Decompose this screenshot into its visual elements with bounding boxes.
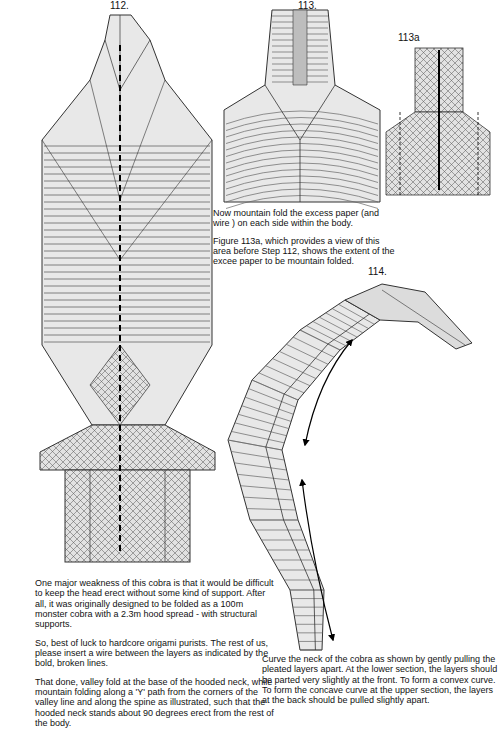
pleat-line [44, 300, 210, 301]
figure-112 [40, 15, 215, 562]
head-crease [105, 15, 150, 140]
pleat-line [44, 307, 210, 308]
figure-113 [224, 10, 380, 209]
pleat-line [293, 337, 334, 357]
pleat-line [291, 598, 323, 599]
pleat-line [242, 406, 291, 422]
pleat-line [44, 328, 210, 329]
pleat-line [294, 615, 323, 616]
step-number: 112. [110, 0, 150, 12]
pleat-line [44, 265, 210, 266]
pleat-line [44, 146, 210, 147]
pleat-line [266, 366, 310, 386]
pleat-line [231, 431, 284, 442]
step-number: 113. [298, 0, 338, 12]
pleat-line [44, 272, 210, 273]
step-number: 113a [398, 32, 438, 44]
hood-crease [42, 80, 212, 260]
pleat-line [293, 607, 324, 608]
wire-line [119, 45, 121, 555]
pleat-line [286, 344, 328, 364]
pleat-line [228, 440, 282, 450]
pleat-line [279, 351, 322, 371]
pleat-line [244, 497, 294, 500]
pleat-line [267, 550, 309, 551]
pleat-line [44, 286, 210, 287]
pleat-line [250, 520, 298, 521]
spine-line [266, 314, 370, 650]
pleat-line [44, 279, 210, 280]
pleat-line [44, 160, 210, 161]
pleat-line [247, 509, 296, 510]
lower-section [40, 425, 215, 470]
neck-strip [293, 10, 307, 85]
pleat-line [290, 590, 324, 591]
pleat-line [44, 342, 210, 343]
neck-outline [224, 10, 380, 202]
tail-crease [90, 470, 165, 562]
instruction-text: So, best of luck to hardcore origami pur… [35, 638, 277, 669]
pleat-line [44, 321, 210, 322]
head-outline [345, 284, 472, 349]
pleat-line [44, 258, 210, 259]
pleat-line [259, 373, 304, 393]
curved-pleat [226, 196, 378, 209]
tail-section [65, 470, 190, 562]
pleat-line [231, 451, 284, 460]
body-outline [42, 15, 212, 425]
fold-guide [400, 112, 478, 195]
step-number: 114. [368, 266, 408, 278]
pleat-line [261, 540, 305, 541]
pleat-line [297, 632, 322, 633]
pleat-line [44, 216, 210, 217]
instruction-text: One major weakness of this cobra is that… [35, 578, 277, 630]
pleat-line [245, 397, 293, 414]
pleat-line [44, 188, 210, 189]
motion-arrow [302, 480, 333, 640]
pleat-line [238, 414, 289, 428]
pleat-line [44, 230, 210, 231]
pleat-line [299, 641, 323, 642]
pleat-line [44, 202, 210, 203]
pleat-line [256, 530, 302, 531]
pleat-line [44, 237, 210, 238]
pleat-line [273, 560, 313, 561]
motion-arrow [305, 340, 352, 445]
pleat-line [290, 590, 324, 591]
pleat-line [252, 380, 298, 400]
pleat-line [237, 474, 288, 480]
pleat-line [44, 167, 210, 168]
instruction-text: That done, valley fold at the base of th… [35, 677, 277, 729]
wire-line [438, 50, 440, 190]
instruction-text: Figure 113a, which provides a view of th… [213, 236, 398, 267]
pleat-line [300, 650, 322, 651]
pleat-line [44, 293, 210, 294]
pleat-line [296, 624, 323, 625]
pleat-line [279, 570, 317, 571]
pleat-line [228, 440, 282, 450]
figure-113a [386, 48, 490, 195]
instruction-text: Curve the neck of the cobra as shown by … [262, 654, 498, 706]
pleat-line [284, 580, 320, 581]
pleat-line [234, 463, 286, 470]
pleat-line [44, 153, 210, 154]
pleat-line [249, 389, 296, 408]
pleat-line [44, 223, 210, 224]
pleat-line [250, 520, 298, 521]
pleat-line [44, 209, 210, 210]
instruction-text: Now mountain fold the excess paper (and … [213, 208, 398, 229]
fold-crease [265, 85, 335, 202]
pleat-line [44, 244, 210, 245]
pleat-line [44, 174, 210, 175]
pleat-line [44, 335, 210, 336]
head-crease [382, 290, 465, 345]
pleat-line [44, 195, 210, 196]
pleat-line [44, 314, 210, 315]
pleat-line [252, 380, 298, 400]
pleat-line [273, 359, 316, 379]
pleat-line [241, 486, 292, 490]
